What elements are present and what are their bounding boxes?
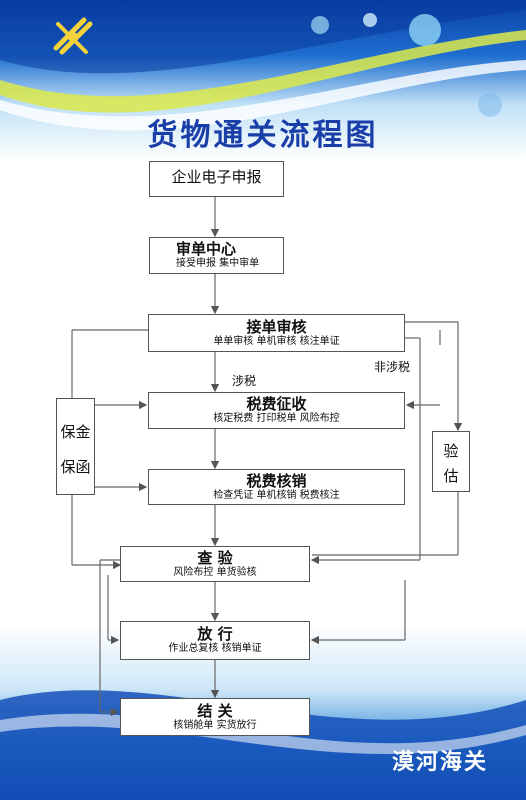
node-declare-title: 企业电子申报 (171, 168, 262, 186)
node-guarantee-line1: 保金 (60, 423, 91, 441)
node-clearance-title: 结 关 (197, 702, 233, 720)
node-declare: 企业电子申报 (149, 161, 284, 197)
node-guarantee-line2: 保函 (60, 458, 91, 476)
node-clearance: 结 关 核销舱单 实货放行 (120, 698, 310, 736)
node-review-center-sub: 接受申报 集中审单 (176, 258, 260, 269)
node-receipt-review: 接单审核 单单审核 单机审核 核注单证 (148, 314, 405, 352)
node-valuation-line1: 验 (443, 442, 459, 460)
node-tax-collect: 税费征收 核定税费 打印税单 风险布控 (148, 392, 405, 429)
label-taxable: 涉税 (230, 372, 259, 389)
node-receipt-review-title: 接单审核 (246, 318, 307, 336)
node-release: 放 行 作业总复核 核销单证 (120, 621, 310, 660)
node-release-title: 放 行 (197, 625, 233, 643)
node-inspection-title: 查 验 (197, 549, 233, 567)
page-title: 货物通关流程图 (147, 118, 379, 153)
node-tax-collect-title: 税费征收 (246, 395, 307, 413)
node-tax-collect-sub: 核定税费 打印税单 风险布控 (213, 413, 340, 424)
node-review-center: 审单中心 接受申报 集中审单 (149, 237, 284, 274)
node-receipt-review-sub: 单单审核 单机审核 核注单证 (213, 336, 340, 347)
node-tax-writeoff: 税费核销 检查凭证 单机核销 税费核注 (148, 469, 405, 505)
node-inspection-sub: 风险布控 单货验核 (173, 567, 257, 578)
node-release-sub: 作业总复核 核销单证 (168, 643, 262, 654)
node-valuation-line2: 估 (443, 467, 459, 485)
node-valuation: 验 估 (432, 431, 470, 492)
label-non-taxable: 非涉税 (372, 358, 413, 375)
node-tax-writeoff-sub: 检查凭证 单机核销 税费核注 (213, 490, 340, 501)
node-tax-writeoff-title: 税费核销 (246, 472, 307, 490)
brand-name: 漠河海关 (391, 750, 488, 775)
node-guarantee: 保金 保函 (56, 398, 95, 495)
customs-emblem-icon (53, 17, 93, 55)
node-inspection: 查 验 风险布控 单货验核 (120, 546, 310, 582)
node-review-center-title: 审单中心 (176, 240, 237, 258)
node-clearance-sub: 核销舱单 实货放行 (173, 720, 257, 731)
